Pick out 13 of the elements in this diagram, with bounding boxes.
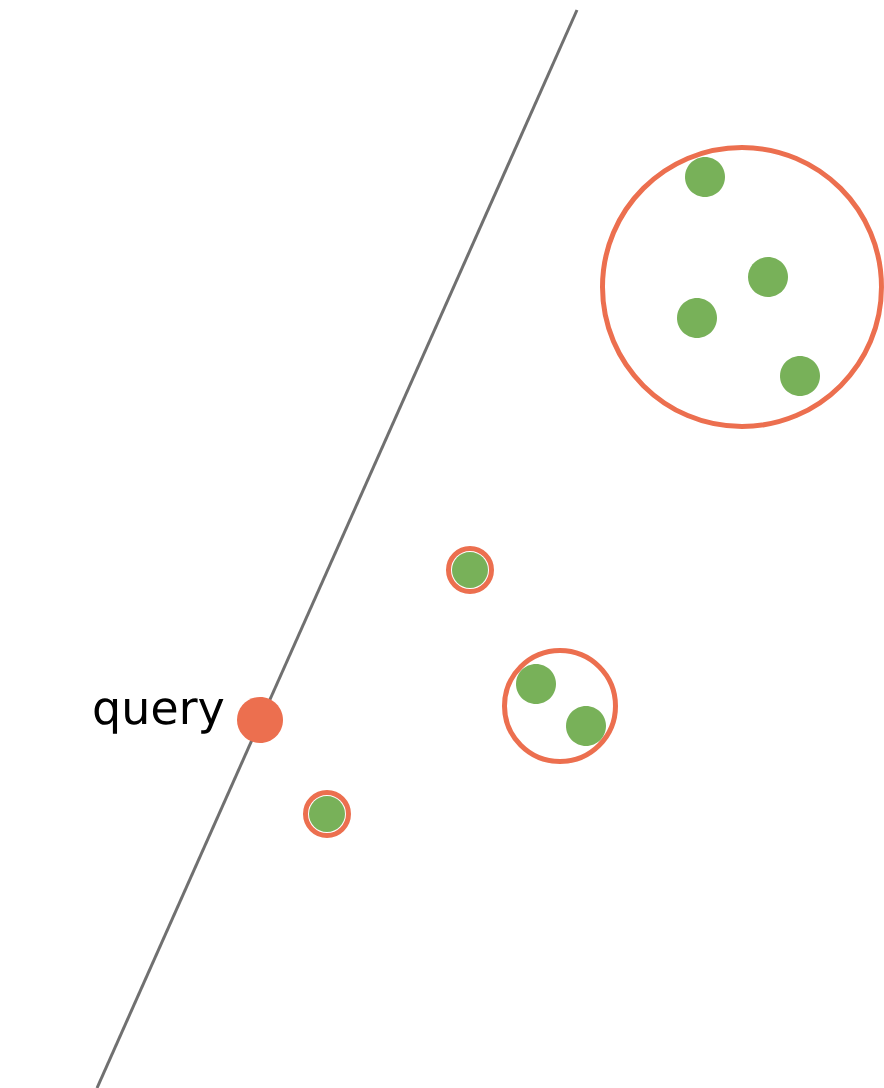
- data-point: [780, 356, 820, 396]
- data-point: [452, 552, 488, 588]
- cluster-ring: [303, 790, 351, 838]
- data-point: [677, 298, 717, 338]
- cluster-ring: [502, 648, 618, 764]
- data-point: [748, 257, 788, 297]
- point-label: query: [94, 698, 224, 734]
- data-point: [685, 157, 725, 197]
- data-point: [309, 796, 345, 832]
- cluster-ring: [600, 145, 884, 429]
- data-point: [516, 664, 556, 704]
- data-point: [566, 706, 606, 746]
- cluster-ring: [446, 546, 494, 594]
